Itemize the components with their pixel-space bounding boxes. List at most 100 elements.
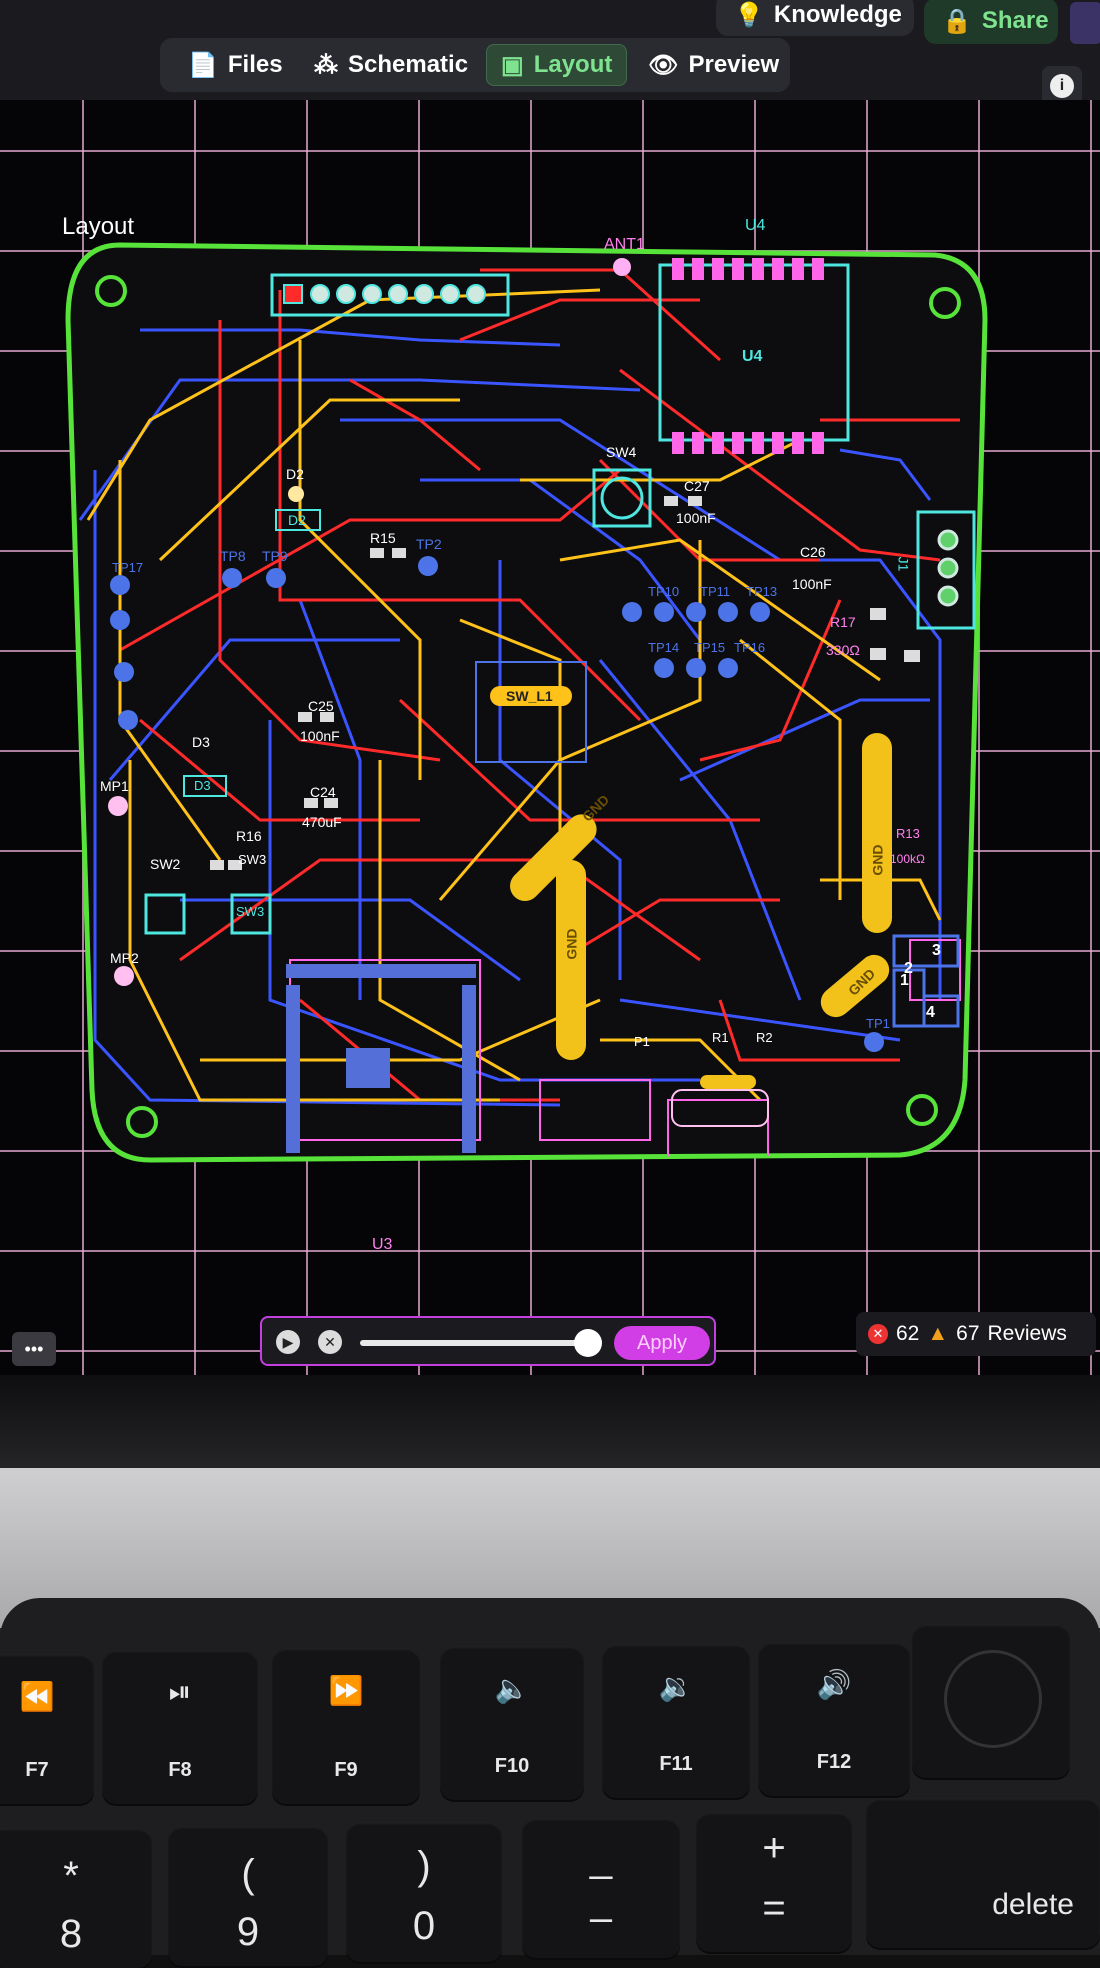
tp9-label: TP9 bbox=[262, 548, 288, 564]
key-minus-top: _ bbox=[589, 1836, 613, 1880]
key-f10[interactable]: 🔈 F10 bbox=[440, 1646, 584, 1800]
sw-l1-pad bbox=[490, 686, 572, 706]
r17-value: 330Ω bbox=[826, 642, 860, 658]
tab-files[interactable]: 📄 Files bbox=[174, 44, 297, 86]
key-8-bottom: 8 bbox=[59, 1912, 83, 1956]
tp10-label: TP10 bbox=[648, 584, 680, 599]
key-delete-label: delete bbox=[992, 1888, 1074, 1921]
key-f10-label: F10 bbox=[494, 1755, 530, 1777]
key-f8[interactable]: ⏯ F8 bbox=[102, 1650, 258, 1804]
tab-preview-label: Preview bbox=[688, 51, 780, 78]
d3-silk: D3 bbox=[194, 778, 211, 793]
key-equals[interactable]: + = bbox=[696, 1812, 852, 1952]
d2-diode bbox=[275, 509, 321, 531]
p1-label: P1 bbox=[634, 1034, 650, 1049]
gnd-pour-left bbox=[556, 860, 586, 1060]
avatar[interactable] bbox=[1070, 2, 1100, 44]
canvas-title: Layout bbox=[62, 213, 135, 240]
error-icon: ✕ bbox=[868, 1324, 888, 1344]
tab-preview[interactable]: 👁 Preview bbox=[634, 44, 793, 86]
sw-l1-label: SW_L1 bbox=[506, 688, 553, 704]
key-0-top: ) bbox=[417, 1844, 431, 1888]
volume-down-icon: 🔉 bbox=[658, 1671, 694, 1702]
sw4-label: SW4 bbox=[606, 444, 637, 460]
rewind-icon: ⏪ bbox=[19, 1681, 55, 1712]
conn-num-3: 3 bbox=[932, 942, 941, 959]
knowledge-button[interactable]: 💡 Knowledge bbox=[716, 0, 914, 36]
tab-schematic[interactable]: ⁂ Schematic bbox=[300, 44, 482, 86]
key-equals-top: + bbox=[762, 1826, 786, 1870]
play-icon: ▶ bbox=[282, 1333, 294, 1350]
share-label: Share bbox=[981, 7, 1049, 34]
ant1-label: ANT1 bbox=[604, 236, 645, 253]
ant1-pad bbox=[613, 258, 631, 276]
tab-schematic-label: Schematic bbox=[348, 51, 469, 78]
key-8[interactable]: * 8 bbox=[0, 1828, 152, 1968]
share-button[interactable]: 🔒 Share bbox=[924, 0, 1058, 44]
d2-label: D2 bbox=[286, 466, 304, 482]
opacity-slider[interactable] bbox=[360, 1340, 592, 1346]
file-icon: 📄 bbox=[188, 51, 218, 79]
tp1-label: TP1 bbox=[866, 1016, 890, 1031]
tp16-label: TP16 bbox=[734, 640, 766, 655]
mute-icon: 🔈 bbox=[494, 1673, 530, 1704]
slider-thumb[interactable] bbox=[574, 1329, 602, 1357]
sw2-switch bbox=[144, 893, 186, 935]
info-button[interactable]: i bbox=[1042, 66, 1082, 106]
header-connector bbox=[270, 273, 510, 317]
view-tabs: 📄 Files ⁂ Schematic ▣ Layout 👁 Preview bbox=[160, 38, 790, 92]
ellipsis-icon: ••• bbox=[24, 1338, 44, 1359]
touch-id-key[interactable] bbox=[912, 1624, 1070, 1778]
c27-label: C27 bbox=[684, 478, 710, 494]
top-bar: 💡 Knowledge 🔒 Share 📄 Files ⁂ Schematic … bbox=[0, 0, 1100, 106]
d2-silk: D2 bbox=[288, 512, 306, 528]
c26-label: C26 bbox=[800, 544, 826, 560]
pcb-board[interactable] bbox=[0, 0, 1100, 1375]
key-f8-label: F8 bbox=[168, 1759, 192, 1781]
key-9[interactable]: ( 9 bbox=[168, 1826, 328, 1966]
key-f7[interactable]: ⏪ F7 bbox=[0, 1654, 94, 1804]
mp1-label: MP1 bbox=[100, 778, 129, 794]
knowledge-label: Knowledge bbox=[773, 1, 902, 28]
conn-num-1: 1 bbox=[900, 972, 909, 989]
tp15-label: TP15 bbox=[694, 640, 726, 655]
ic-center bbox=[475, 661, 587, 763]
more-button[interactable]: ••• bbox=[12, 1332, 56, 1366]
keyboard: ⏪ F7 ⏯ F8 ⏩ F9 🔈 F10 🔉 F11 🔊 F12 * 8 ( 9… bbox=[0, 1598, 1100, 1968]
reviews-label: Reviews bbox=[987, 1322, 1067, 1345]
tp13-label: TP13 bbox=[746, 584, 778, 599]
test-points bbox=[110, 556, 884, 1052]
gnd-pour-right bbox=[862, 733, 892, 933]
key-f12[interactable]: 🔊 F12 bbox=[758, 1642, 910, 1796]
c27-value: 100nF bbox=[676, 510, 716, 526]
key-f9-label: F9 bbox=[334, 1759, 358, 1781]
key-9-top: ( bbox=[241, 1852, 255, 1896]
schematic-icon: ⁂ bbox=[314, 51, 338, 79]
key-minus[interactable]: _ – bbox=[522, 1818, 680, 1958]
volume-up-icon: 🔊 bbox=[816, 1669, 852, 1700]
key-f9[interactable]: ⏩ F9 bbox=[272, 1648, 420, 1804]
tab-layout-label: Layout bbox=[533, 51, 613, 78]
c25-label: C25 bbox=[308, 698, 334, 714]
reviews-button[interactable]: ✕ 62 ▲ 67 Reviews bbox=[856, 1312, 1096, 1356]
apply-button[interactable]: Apply bbox=[614, 1326, 710, 1360]
r15-label: R15 bbox=[370, 530, 396, 546]
key-0[interactable]: ) 0 bbox=[346, 1822, 502, 1962]
mounting-holes bbox=[95, 275, 961, 1138]
key-equals-bottom: = bbox=[762, 1886, 786, 1930]
lock-icon: 🔒 bbox=[942, 7, 972, 35]
gnd-label-right: GND bbox=[869, 844, 886, 876]
key-delete[interactable]: delete bbox=[866, 1798, 1100, 1948]
c24-label: C24 bbox=[310, 784, 336, 800]
usb-pad bbox=[700, 1075, 756, 1089]
key-f11[interactable]: 🔉 F11 bbox=[602, 1644, 750, 1798]
j1-label: J1 bbox=[895, 556, 912, 572]
c25-value: 100nF bbox=[300, 728, 340, 744]
key-0-bottom: 0 bbox=[412, 1904, 436, 1948]
play-button[interactable]: ▶ bbox=[276, 1330, 300, 1354]
tp2-label: TP2 bbox=[416, 536, 442, 552]
r13-label: R13 bbox=[896, 826, 920, 841]
gnd-label-left: GND bbox=[563, 928, 580, 960]
close-button[interactable]: ✕ bbox=[318, 1330, 342, 1354]
tab-layout[interactable]: ▣ Layout bbox=[486, 44, 628, 86]
